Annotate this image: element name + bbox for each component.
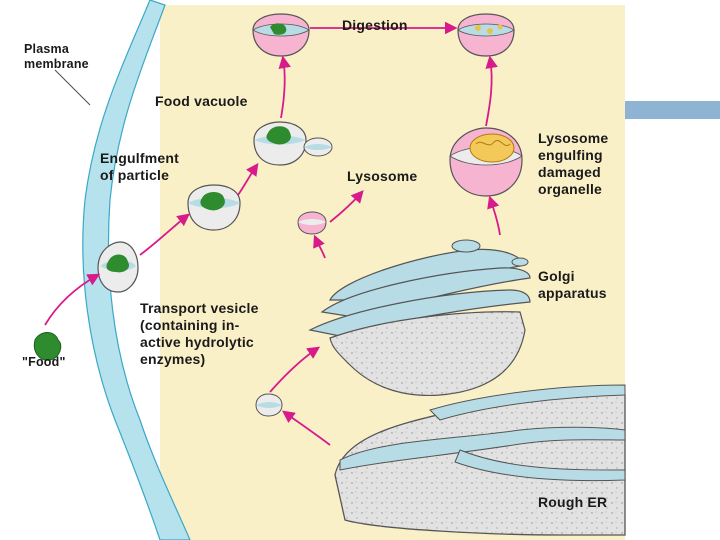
digestion-label: Digestion	[342, 17, 408, 33]
engulfment-label: Engulfment of particle	[100, 150, 179, 183]
plasma-membrane-label: Plasma membrane	[24, 42, 89, 71]
leader-lines	[54, 69, 91, 106]
rough-er-label: Rough ER	[538, 494, 608, 510]
damaged-mitochondrion	[469, 133, 515, 163]
transport-vesicle-label: Transport vesicle (containing in- active…	[140, 300, 259, 367]
lysosome	[297, 211, 327, 235]
rough-er	[334, 384, 626, 536]
food-vacuole	[253, 121, 333, 166]
golgi-apparatus	[308, 239, 531, 397]
autophagic-lysosome	[449, 127, 523, 197]
pathway-arrows	[44, 21, 501, 446]
early-vacuole	[187, 184, 241, 231]
transport-vesicle	[255, 393, 283, 417]
lysosome-engulfing-label: Lysosome engulfing damaged organelle	[538, 130, 609, 197]
decorative-blue-bar	[625, 101, 720, 119]
food-vacuole-label: Food vacuole	[155, 93, 248, 109]
lysosome-label: Lysosome	[347, 168, 418, 184]
plasma-membrane	[0, 0, 160, 540]
engulfment-vesicle	[97, 241, 139, 293]
digestion-vesicle-right	[457, 13, 515, 57]
food-label: "Food"	[22, 355, 66, 369]
food-particle	[33, 332, 62, 361]
golgi-label: Golgi apparatus	[538, 268, 607, 301]
digestion-vesicle-left	[252, 13, 310, 57]
